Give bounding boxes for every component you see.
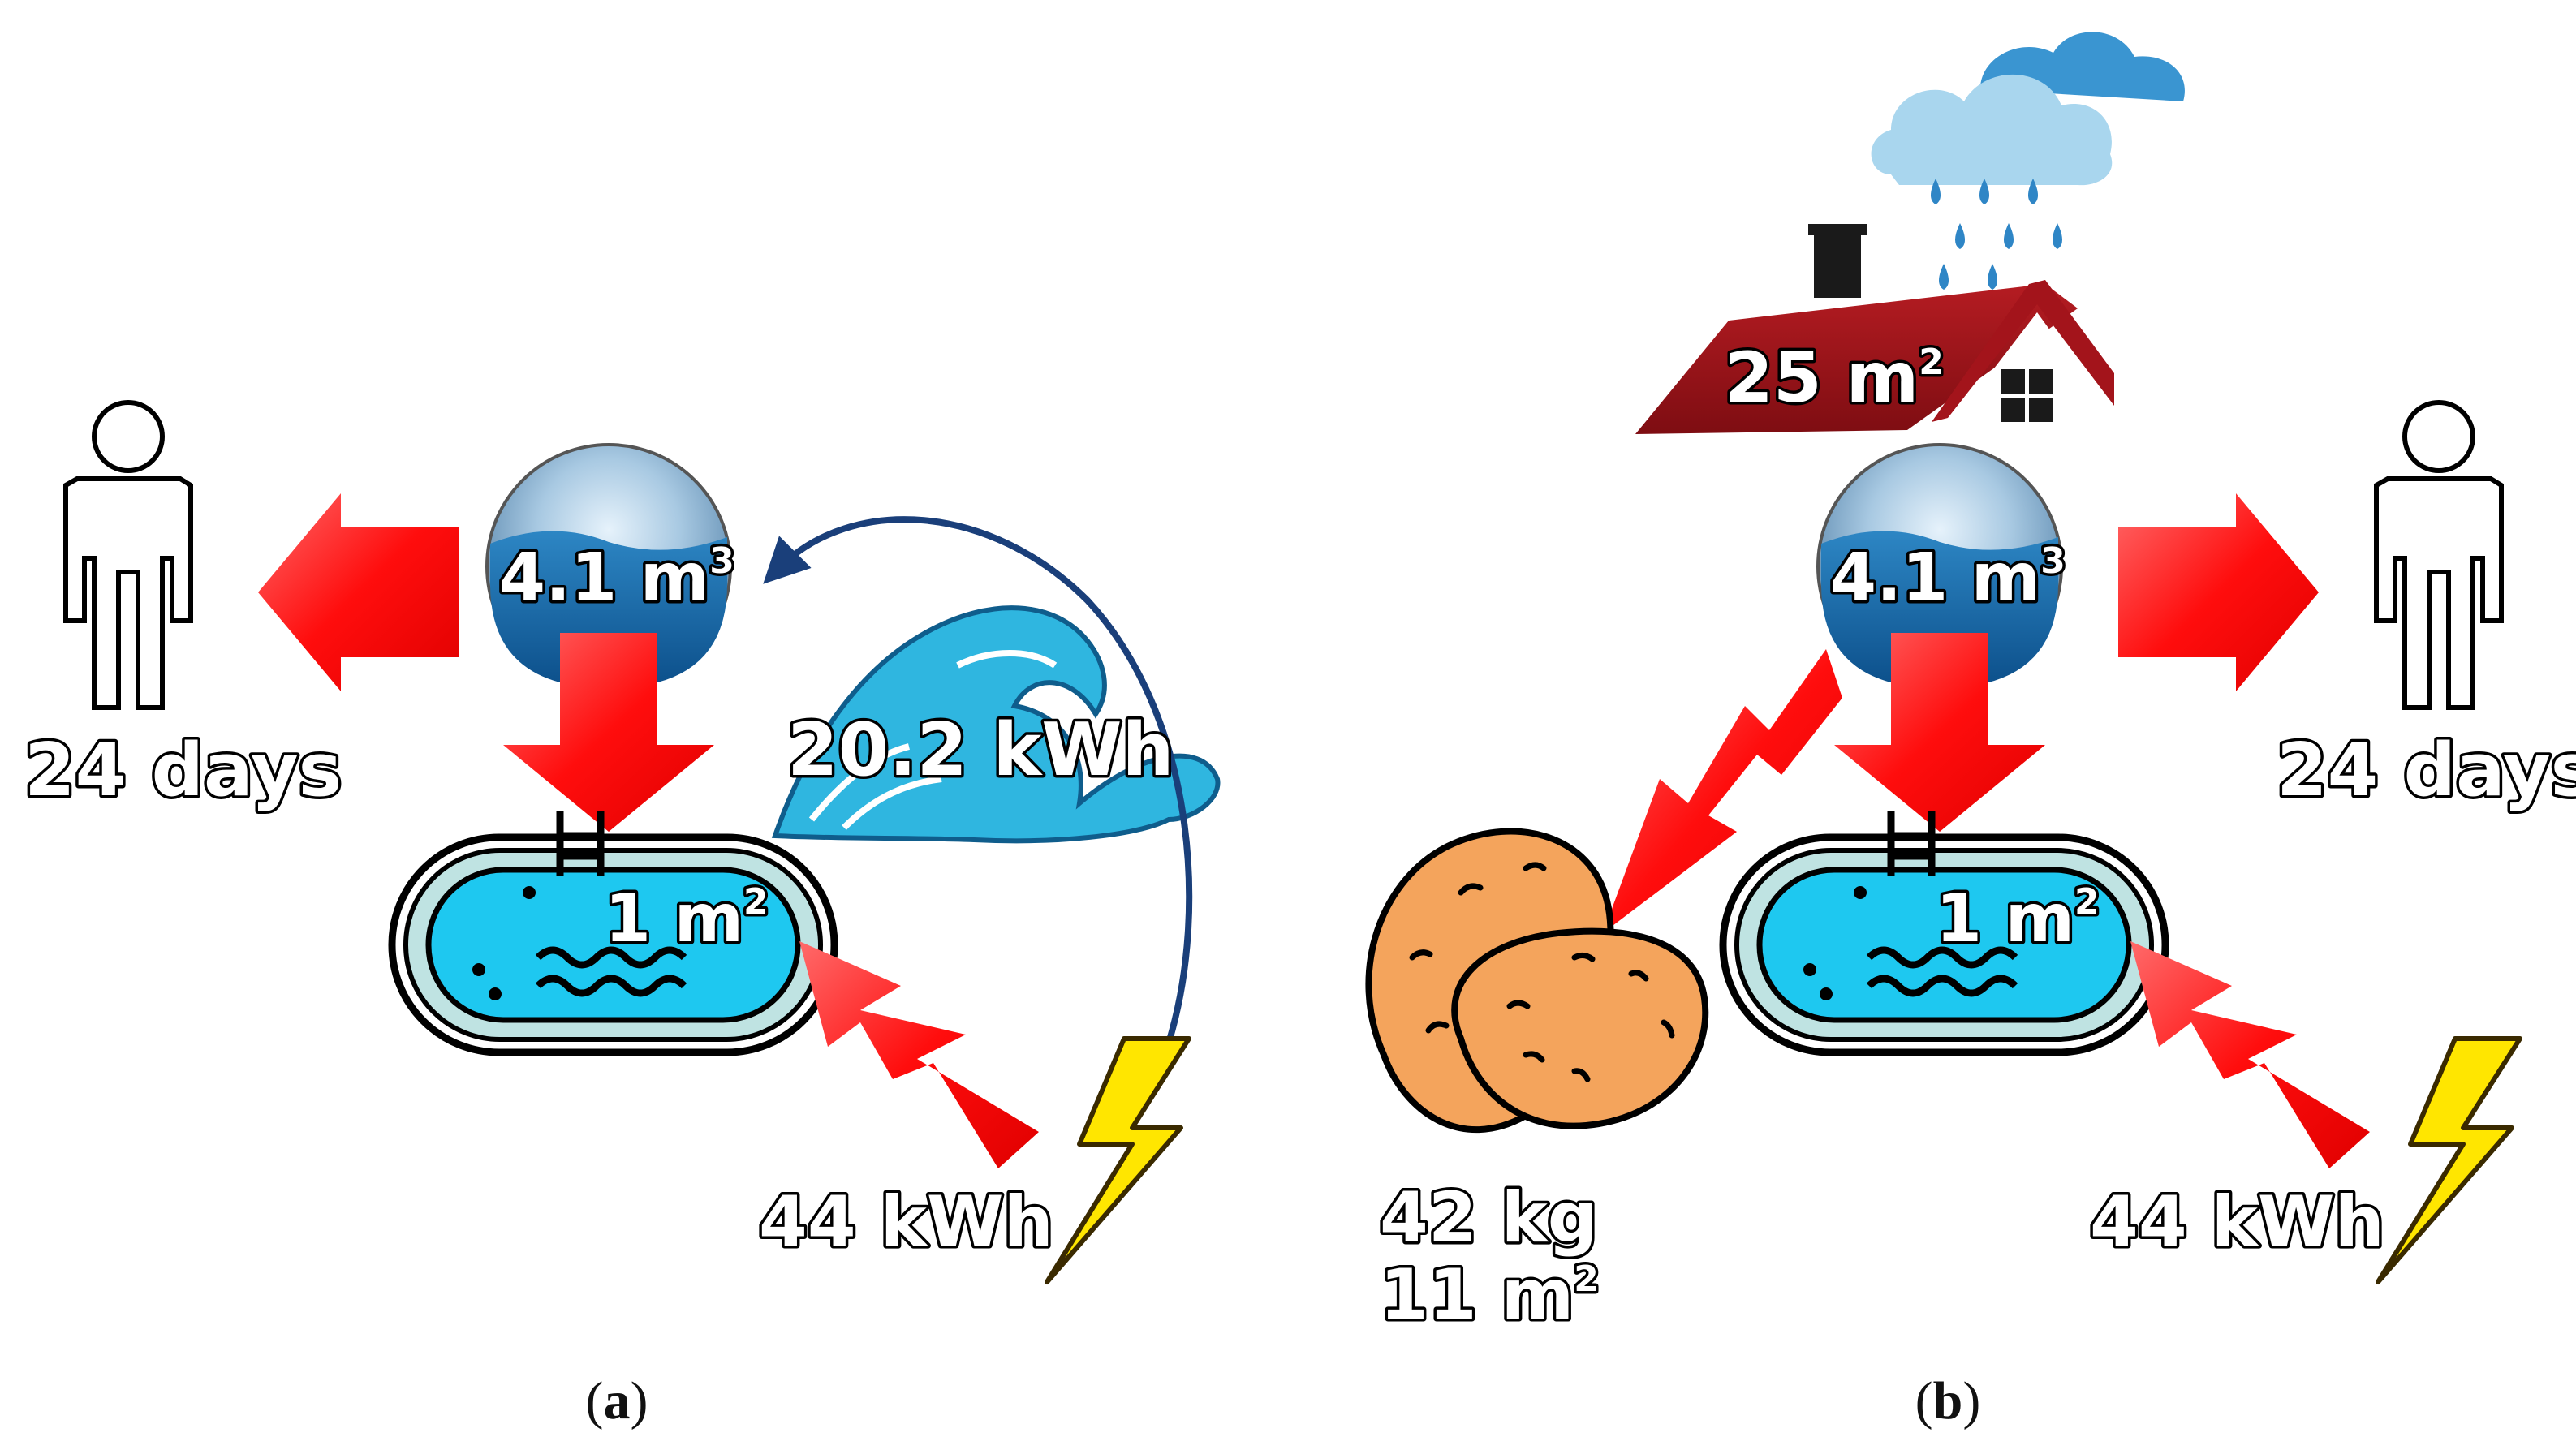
house-roof-icon: [1635, 224, 2114, 434]
globe-volume-label-a: 4.1 m3: [499, 540, 734, 617]
caption-b: (b): [1915, 1371, 1981, 1431]
globe-volume-value-b: 4.1 m: [1830, 540, 2040, 617]
caption-a-close: ): [631, 1371, 648, 1431]
pool-area-value-b: 1 m: [1936, 880, 2074, 957]
pool-icon: [388, 811, 838, 1056]
caption-b-letter: b: [1933, 1371, 1963, 1431]
person-icon: [63, 400, 193, 710]
roof-area-value: 25 m: [1725, 338, 1919, 419]
energy-label-b: 44 kWh: [2090, 1181, 2384, 1263]
water-globe-icon: [485, 443, 732, 690]
potato-icon: [1365, 828, 1709, 1134]
lightning-icon: [1045, 1036, 1191, 1284]
caption-b-open: (: [1915, 1371, 1933, 1431]
caption-b-close: ): [1962, 1371, 1980, 1431]
panel-a: 24 days 4.1 m3 20.2 kWh 1 m2 44 kWh (a): [22, 400, 1221, 1431]
arrow-energy-to-pool-b: [2130, 941, 2370, 1168]
pool-icon-b: [1719, 811, 2169, 1056]
arrow-to-person-a: [258, 493, 459, 691]
pool-area-sup-b: 2: [2074, 881, 2100, 923]
panel-b: 25 m2 4.1 m3 24 days 1 m2 42 kg 11 m2 44…: [1365, 32, 2576, 1431]
pool-area-label-a: 1 m2: [605, 880, 769, 957]
arrow-to-potato: [1603, 649, 1842, 933]
arrow-to-person-b: [2118, 493, 2319, 691]
arrow-to-pool-a: [503, 633, 714, 832]
roof-area-sup: 2: [1919, 342, 1944, 383]
globe-volume-sup-a: 3: [709, 540, 734, 582]
person-icon-b: [2374, 400, 2504, 710]
wave-icon: [771, 605, 1221, 844]
arrow-to-pool-b: [1834, 633, 2045, 832]
potato-area-sup: 2: [1574, 1259, 1599, 1300]
potato-mass-label: 42 kg: [1380, 1177, 1597, 1259]
caption-a-open: (: [586, 1371, 604, 1431]
rain-cloud-icon: [1871, 32, 2185, 290]
globe-volume-label-b: 4.1 m3: [1830, 540, 2066, 617]
globe-volume-value-a: 4.1 m: [499, 540, 709, 617]
globe-volume-sup-b: 3: [2040, 540, 2066, 582]
wave-energy-label: 20.2 kWh: [787, 708, 1174, 793]
person-days-label-b: 24 days: [2277, 728, 2576, 813]
caption-a: (a): [586, 1371, 648, 1431]
pool-area-label-b: 1 m2: [1936, 880, 2100, 957]
arrow-energy-to-pool-a: [799, 941, 1039, 1168]
energy-return-curve: [763, 516, 1193, 1044]
person-days-label-a: 24 days: [24, 728, 342, 813]
caption-a-letter: a: [604, 1371, 631, 1431]
potato-area-value: 11 m: [1380, 1254, 1574, 1336]
pool-area-sup-a: 2: [743, 881, 769, 923]
roof-area-label: 25 m2: [1725, 338, 1944, 419]
water-globe-icon-b: [1816, 443, 2063, 690]
potato-area-label: 11 m2: [1380, 1254, 1599, 1336]
lightning-icon-b: [2376, 1036, 2522, 1284]
energy-label-a: 44 kWh: [759, 1181, 1053, 1263]
pool-area-value-a: 1 m: [605, 880, 743, 957]
